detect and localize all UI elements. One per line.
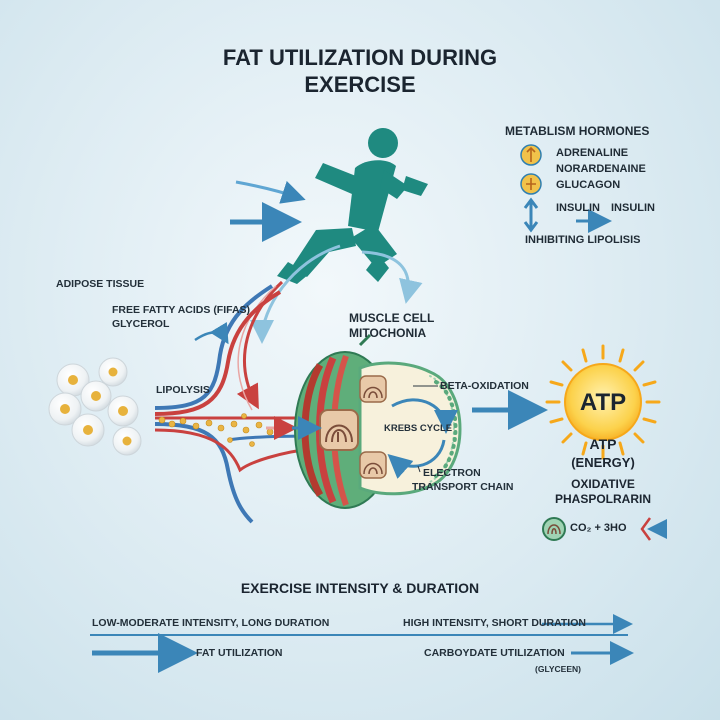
carb-utilization-label: CARBOYDATE UTILIZATION	[424, 647, 565, 659]
glycerol-label: GLYCEROL	[112, 318, 170, 330]
carb-utilization-sub: (GLYCEEN)	[535, 664, 581, 674]
ffa-label: FREE FATTY ACIDS (FIFAS)	[112, 304, 251, 316]
pointer-lines	[413, 385, 438, 473]
hormones-heading: METABLISM HORMONES	[505, 124, 650, 138]
hormone-badges	[520, 144, 542, 195]
page-title: FAT UTILIZATION DURING EXERCISE	[0, 44, 720, 98]
inhibiting-lipolysis-label: INHIBITING LIPOLISIS	[525, 234, 641, 246]
insulin-result: INSULIN	[611, 202, 655, 214]
muscle-cell-title-2: MITOCHONIA	[349, 326, 427, 340]
muscle-cell-title-1: MUSCLE CELL	[349, 311, 435, 325]
oxidative-label-1: OXIDATIVE	[571, 477, 635, 491]
atp-sun-label: ATP	[579, 389, 627, 416]
lipolysis-label: LIPOLYSIS	[156, 384, 210, 396]
krebs-cycle-arrows	[292, 398, 458, 479]
insulin-label: INSULIN	[556, 202, 600, 214]
intensity-heading: EXERCISE INTENSITY & DURATION	[240, 580, 480, 596]
mitochondria-organelles	[319, 375, 387, 479]
blood-vessels	[154, 284, 319, 524]
atp-sun-icon	[545, 344, 661, 460]
runner-flow-arrows	[236, 244, 423, 411]
atp-label: ATP	[589, 436, 617, 452]
byproduct-arrows	[640, 517, 667, 541]
hormone-glucagon: GLUCAGON	[556, 179, 621, 191]
hormone-adrenaline: ADRENALINE	[556, 147, 629, 159]
insulin-arrows	[523, 197, 612, 233]
low-intensity-label: LOW-MODERATE INTENSITY, LONG DURATION	[92, 617, 330, 629]
intensity-scale	[90, 614, 634, 673]
atp-energy-label: (ENERGY)	[571, 455, 635, 470]
title-line-2: EXERCISE	[304, 72, 416, 97]
etc-label-2: TRANSPORT CHAIN	[412, 481, 514, 493]
motion-arrows	[230, 180, 306, 242]
byproduct-organelle-icon	[542, 517, 566, 541]
adipose-tissue-label: ADIPOSE TISSUE	[56, 278, 145, 290]
oxidative-label-2: PHASPOLRARIN	[554, 492, 651, 506]
etc-label-1: ELECTRON	[423, 467, 481, 479]
krebs-cycle-label: KREBS CYCLE	[384, 423, 453, 434]
byproducts-label: CO₂ + 3HO	[570, 522, 627, 534]
title-line-1: FAT UTILIZATION DURING	[222, 45, 498, 70]
high-intensity-label: HIGH INTENSITY, SHORT DURATION	[403, 617, 586, 629]
beta-oxidation-label: BETA-OXIDATION	[440, 380, 529, 392]
runner-icon	[277, 128, 428, 284]
hormone-noradrenaline: NORARDENAINE	[556, 163, 646, 175]
fat-utilization-label: FAT UTILIZATION	[196, 647, 283, 659]
adipose-cells	[48, 357, 142, 456]
